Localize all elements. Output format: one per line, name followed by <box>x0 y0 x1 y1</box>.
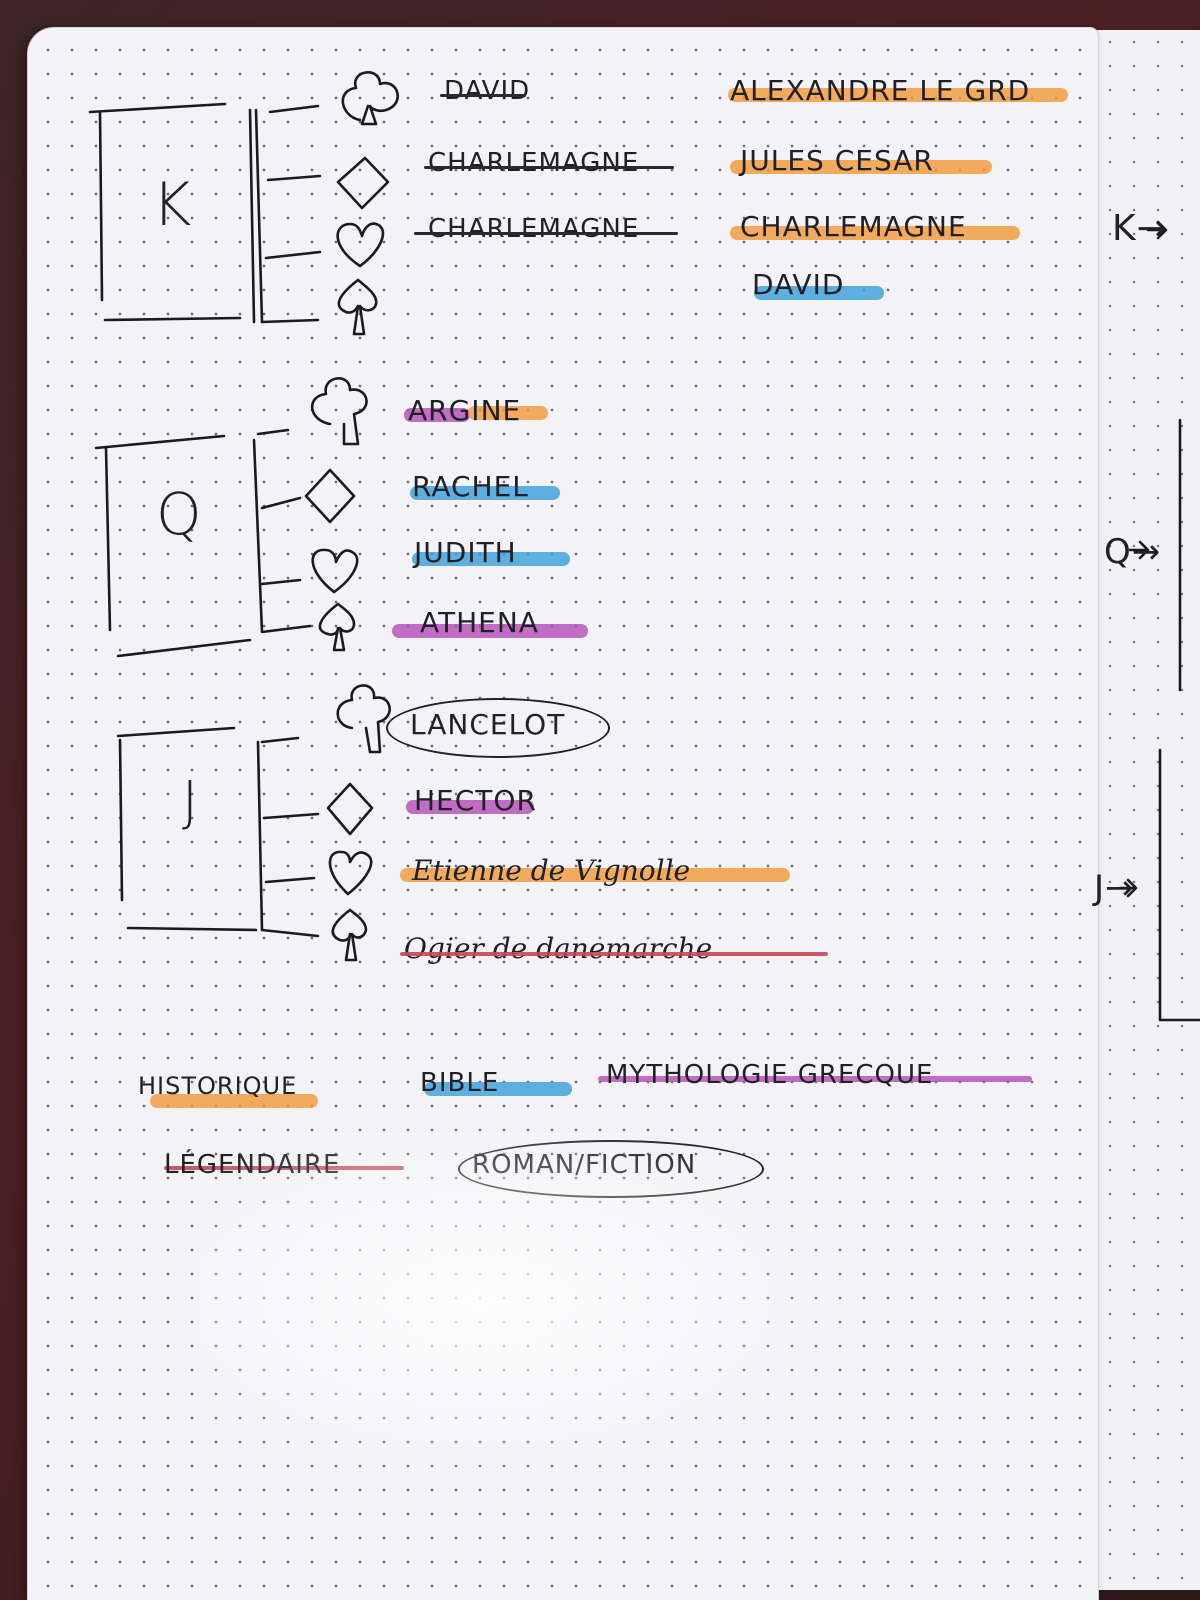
highlight-orange <box>468 406 548 420</box>
strikethrough <box>414 232 678 235</box>
highlight-orange <box>400 868 790 882</box>
arrow-icon <box>1128 540 1150 560</box>
highlight-blue <box>424 1082 572 1096</box>
strike-purple <box>598 1076 1032 1082</box>
next-q: Q→ <box>1104 532 1162 572</box>
club-icon <box>310 377 368 446</box>
spade-icon <box>337 278 378 336</box>
highlight-blue <box>410 486 560 500</box>
strikethrough <box>440 94 526 97</box>
heart-icon <box>328 850 373 896</box>
legend-mythologie: MYTHOLOGIE GRECQUE <box>606 1060 934 1090</box>
j-club-name: LANCELOT <box>410 708 566 741</box>
q-diamond-name: RACHEL <box>412 470 529 503</box>
j-heart-name: Etienne de Vignolle <box>412 854 691 887</box>
next-k: K→ <box>1112 208 1168 249</box>
card-letter-q: Q <box>156 480 202 548</box>
next-notebook-page <box>1096 30 1200 1590</box>
next-j: J→ <box>1094 868 1135 908</box>
spade-icon <box>318 602 356 652</box>
j-spade-name: Ogier de danemarche <box>404 932 713 965</box>
card-j-frame <box>116 726 320 938</box>
diamond-icon <box>336 156 390 210</box>
arrow-icon <box>1118 878 1138 898</box>
legend-roman: ROMAN/FICTION <box>472 1150 697 1180</box>
arrow-icon <box>1146 220 1168 240</box>
card-letter-j: J <box>182 770 198 833</box>
q-club-name: ARGINE <box>408 394 522 427</box>
highlight-purple <box>404 408 470 422</box>
club-icon <box>336 684 391 754</box>
k-right-2: JULES CESAR <box>740 144 934 177</box>
card-k-frame <box>88 102 322 324</box>
q-spade-name: ATHENA <box>420 606 539 639</box>
highlight-blue <box>754 286 884 300</box>
highlight-blue <box>412 552 570 566</box>
heart-icon <box>311 548 359 594</box>
k-right-3: CHARLEMAGNE <box>740 210 967 243</box>
j-diamond-name: HECTOR <box>414 784 537 817</box>
strikethrough <box>424 166 674 169</box>
diamond-icon <box>304 468 356 524</box>
k-heart-name: CHARLEMAGNE <box>428 214 640 244</box>
club-icon <box>341 71 399 126</box>
strike-red <box>400 952 828 956</box>
k-club-name: DAVID <box>444 76 531 106</box>
circle-mark <box>386 698 610 758</box>
card-letter-k: K <box>152 170 192 240</box>
next-page-frames <box>1158 418 1200 1022</box>
spade-icon <box>331 908 368 962</box>
highlight-orange <box>150 1094 318 1108</box>
highlight-purple <box>392 624 588 638</box>
card-q-frame <box>94 428 312 658</box>
highlight-orange <box>730 226 1020 240</box>
k-right-1: ALEXANDRE LE GRD <box>730 74 1031 107</box>
highlight-orange <box>730 160 992 174</box>
diamond-icon <box>326 782 374 836</box>
legend-legendaire: LÉGENDAIRE <box>164 1150 341 1180</box>
heart-icon <box>336 222 385 268</box>
legend-bible: BIBLE <box>420 1068 500 1098</box>
highlight-orange <box>728 88 1068 102</box>
k-diamond-name: CHARLEMAGNE <box>428 148 640 178</box>
q-heart-name: JUDITH <box>414 536 517 569</box>
k-right-4: DAVID <box>752 268 845 301</box>
highlight-purple <box>406 800 534 814</box>
legend-historique: HISTORIQUE <box>138 1072 298 1100</box>
